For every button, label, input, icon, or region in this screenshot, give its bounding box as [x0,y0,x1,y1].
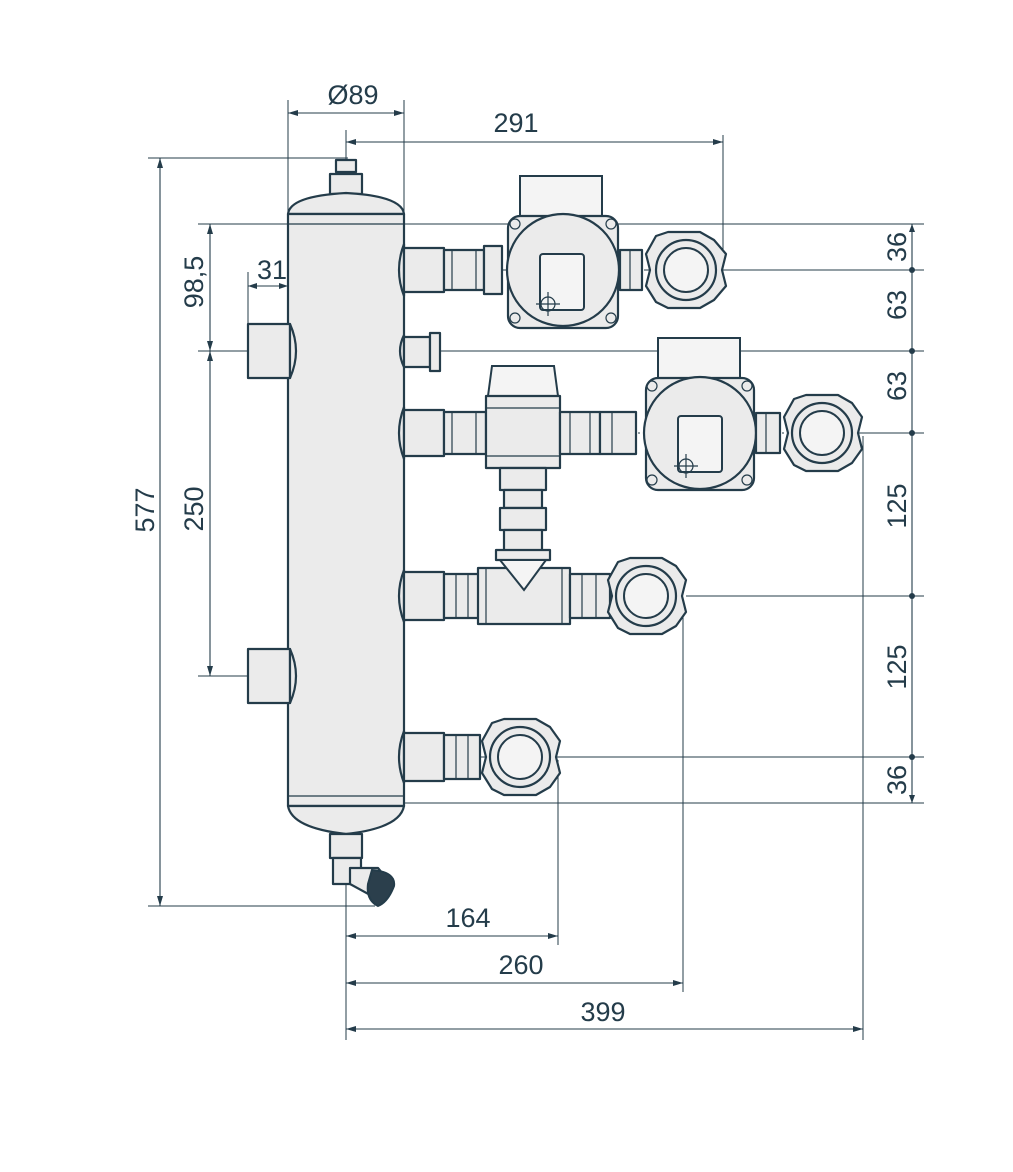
separator-vessel [246,158,406,908]
dimension-lines [157,110,915,1032]
mixing-branch [402,337,864,562]
upper-pump-branch [402,175,728,330]
dim-side-connection: 31 [257,255,287,285]
dim-bottom-2: 260 [498,950,543,980]
dim-upper-offset: 98,5 [179,256,209,309]
dim-right-6: 36 [882,765,912,795]
dim-overall-height: 577 [130,487,160,532]
dim-top-width: 291 [493,108,538,138]
dim-top-diameter: Ø89 [327,80,378,110]
tee-branch [402,556,688,636]
dim-right-2: 63 [882,290,912,320]
dimension-labels: Ø89 291 577 98,5 250 31 36 63 63 125 125… [130,80,912,1027]
dim-side-spacing: 250 [179,486,209,531]
dim-bottom-3: 399 [580,997,625,1027]
dim-right-3: 63 [882,371,912,401]
dim-bottom-1: 164 [445,903,490,933]
dim-right-4: 125 [882,483,912,528]
lower-branch [402,717,562,797]
dim-right-1: 36 [882,232,912,262]
dim-right-5: 125 [882,644,912,689]
middle-socket [402,331,442,373]
